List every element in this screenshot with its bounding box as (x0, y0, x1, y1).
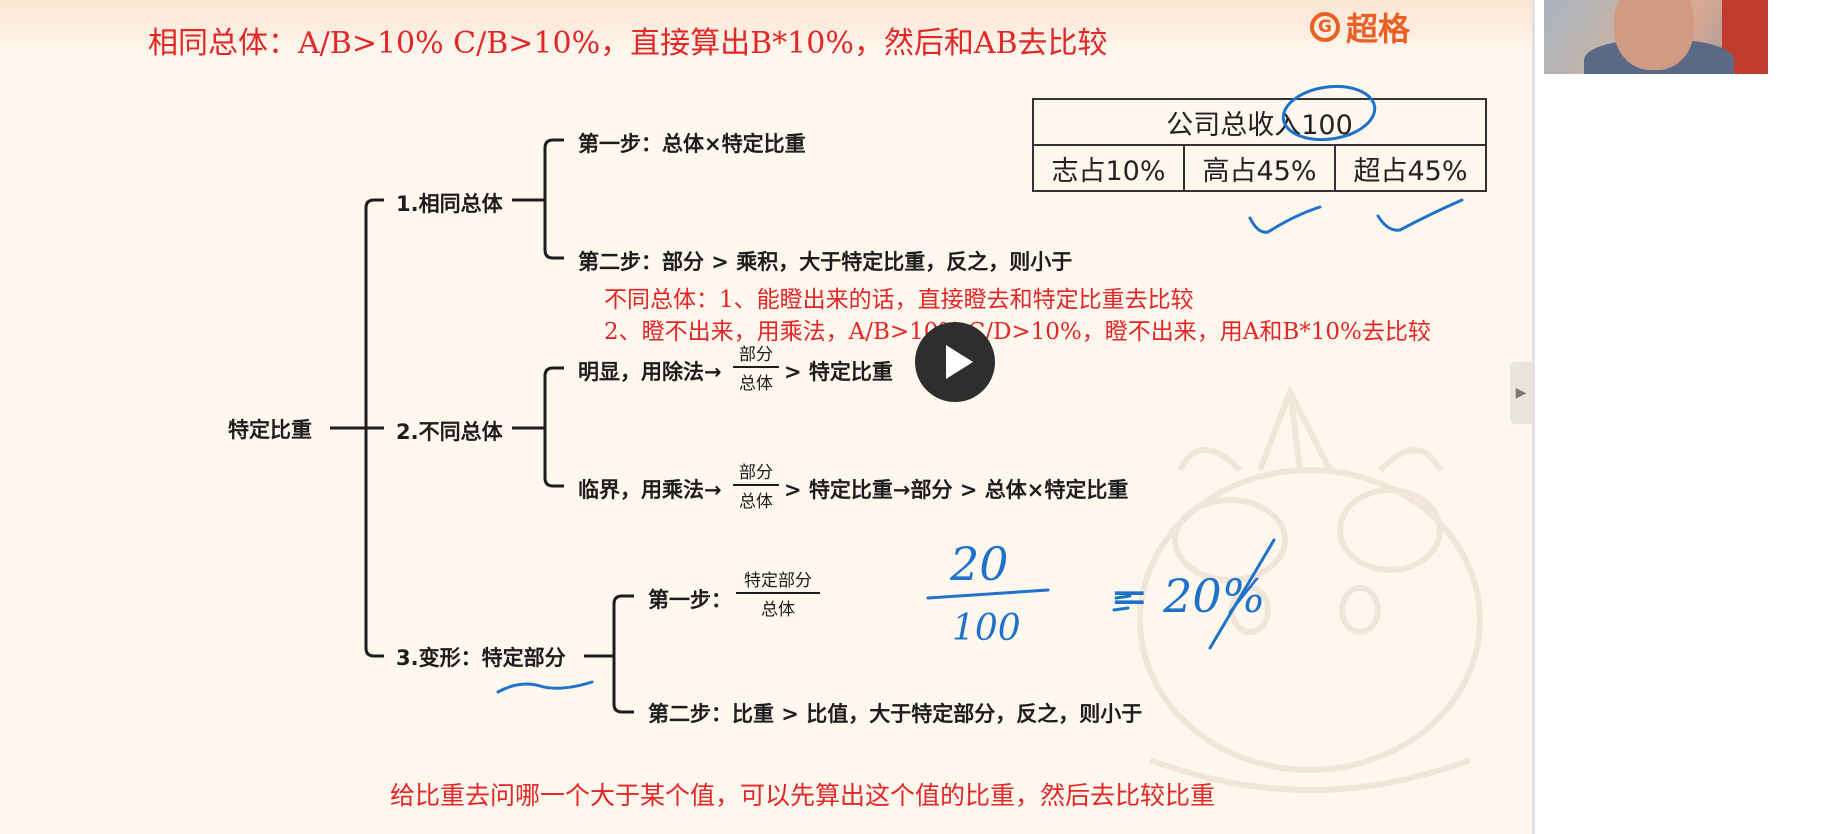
table-cell: 高占45% (1183, 144, 1336, 192)
tree-connectors (330, 138, 634, 714)
handwritten-numerator: 20 (949, 537, 1009, 591)
table-row: 公司总收入100 (1032, 98, 1487, 146)
fraction-numerator: 部分 (739, 463, 773, 483)
checkmark-icon (1376, 198, 1464, 232)
critical-multiply-rule: > 特定比重→部分 > 总体×特定比重 (784, 478, 1129, 502)
chevron-right-icon: ▶ (1515, 385, 1527, 401)
branch-same-total: 1.相同总体 (396, 192, 503, 216)
specific-part-fraction: 特定部分 总体 (736, 566, 820, 620)
logo-text: 超格 (1346, 10, 1411, 48)
handwritten-denominator: 100 (952, 608, 1021, 649)
part-over-total-fraction: 部分 总体 (733, 458, 779, 512)
fraction-denominator: 总体 (739, 373, 773, 394)
branch-diff-total: 2.不同总体 (396, 420, 503, 444)
handwriting-layer: 20 100 = 20% (496, 84, 1464, 694)
fraction-numerator: 特定部分 (744, 571, 812, 591)
teacher-camera-video[interactable] (1544, 0, 1768, 74)
brand-logo: G 超格 (1310, 4, 1410, 50)
slide-top-band (0, 0, 1532, 52)
lecture-slide: 相同总体：A/B>10% C/B>10%，直接算出B*10%，然后和AB去比较 … (0, 0, 1532, 834)
fraction-denominator: 总体 (739, 491, 773, 512)
obvious-division-label: 明显，用除法→ (578, 360, 722, 384)
part-over-total-fraction: 部分 总体 (733, 340, 779, 394)
critical-multiply-label: 临界，用乘法→ (578, 478, 722, 502)
fraction-denominator: 总体 (761, 599, 795, 620)
transform-step2: 第二步：比重 > 比值，大于特定部分，反之，则小于 (648, 702, 1143, 726)
checkmark-icon (1248, 205, 1322, 234)
fraction-bar (733, 366, 779, 368)
camera-person-face (1614, 0, 1694, 70)
side-panel-toggle[interactable]: ▶ (1510, 362, 1532, 424)
obvious-division-rule: > 特定比重 (784, 360, 893, 384)
panel-divider (1532, 0, 1535, 834)
diff-total-note-1: 不同总体：1、能瞪出来的话，直接瞪去和特定比重去比较 (604, 287, 1194, 313)
same-total-step1: 第一步：总体×特定比重 (578, 132, 806, 156)
footer-note: 给比重去问哪一个大于某个值，可以先算出这个值的比重，然后去比较比重 (390, 781, 1216, 810)
header-note: 相同总体：A/B>10% C/B>10%，直接算出B*10%，然后和AB去比较 (148, 26, 1108, 61)
handwritten-equals (1112, 594, 1132, 612)
table-cell: 超占45% (1334, 144, 1487, 192)
transform-step1: 第一步： (648, 588, 732, 612)
table-row: 志占10% 高占45% 超占45% (1032, 144, 1487, 192)
table-header-cell: 公司总收入100 (1032, 98, 1487, 146)
diff-total-note-2: 2、瞪不出来，用乘法，A/B>10%,C/D>10%，瞪不出来，用A和B*10%… (604, 319, 1431, 345)
fraction-numerator: 部分 (739, 345, 773, 365)
tree-root: 特定比重 (228, 418, 312, 442)
same-total-step2: 第二步：部分 > 乘积，大于特定比重，反之，则小于 (578, 250, 1073, 274)
logo-icon: G (1310, 12, 1340, 42)
revenue-table: 公司总收入100 志占10% 高占45% 超占45% (1032, 98, 1487, 192)
handwritten-result: = 20% (1110, 569, 1265, 623)
table-cell: 志占10% (1032, 144, 1185, 192)
circle-annotation (1281, 84, 1377, 142)
fraction-bar (733, 484, 779, 486)
handwritten-fraction-bar (926, 588, 1050, 600)
fraction-bar (736, 592, 820, 594)
unicorn-watermark (1137, 384, 1483, 793)
underline-annotation (496, 680, 594, 694)
play-button[interactable] (915, 322, 995, 402)
handwritten-slash (1208, 538, 1276, 650)
branch-transform: 3.变形：特定部分 (396, 646, 566, 670)
